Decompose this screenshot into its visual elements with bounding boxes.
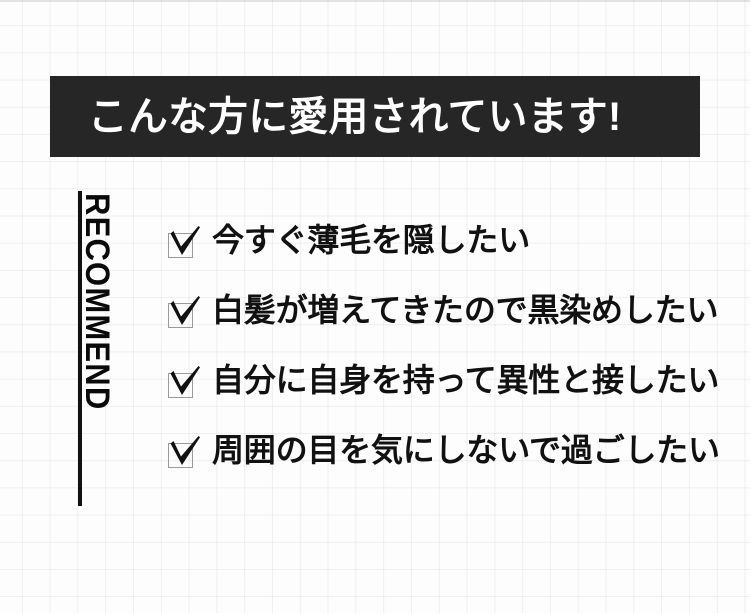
checkmark-glyph	[170, 225, 200, 255]
list-item: 周囲の目を気にしないで過ごしたい	[168, 424, 728, 478]
checkmark-glyph	[170, 365, 200, 395]
recommend-vertical-rule	[78, 191, 82, 506]
checkbox-box-shape	[168, 302, 193, 328]
recommend-label-group: RECOMMEND	[78, 191, 118, 506]
list-item-label: 周囲の目を気にしないで過ごしたい	[212, 432, 720, 469]
checkbox-checked-icon	[168, 435, 200, 468]
list-item: 自分に自身を持って異性と接したい	[168, 354, 728, 408]
list-item-label: 白髪が増えてきたので黒染めしたい	[212, 292, 719, 329]
checkbox-box-shape	[168, 232, 193, 258]
checkbox-box-shape	[168, 442, 193, 468]
list-item-label: 今すぐ薄毛を隠したい	[212, 222, 531, 259]
checkmark-glyph	[170, 295, 200, 325]
checkbox-checked-icon	[168, 225, 200, 258]
header-banner: こんな方に愛用されています!	[50, 76, 700, 157]
list-item: 白髪が増えてきたので黒染めしたい	[168, 284, 728, 338]
recommend-vertical-label: RECOMMEND	[78, 193, 118, 411]
recommend-text-container: RECOMMEND	[78, 191, 118, 506]
recommend-checklist: 今すぐ薄毛を隠したい 白髪が増えてきたので黒染めしたい 自分に自身を持って異性と…	[168, 214, 728, 478]
banner-title: こんな方に愛用されています!	[88, 94, 622, 139]
checkbox-box-shape	[168, 372, 193, 398]
list-item-label: 自分に自身を持って異性と接したい	[212, 362, 720, 399]
top-edge-divider	[0, 0, 750, 2]
list-item: 今すぐ薄毛を隠したい	[168, 214, 728, 268]
checkbox-checked-icon	[168, 365, 200, 398]
checkmark-glyph	[170, 435, 200, 465]
checkbox-checked-icon	[168, 295, 200, 328]
